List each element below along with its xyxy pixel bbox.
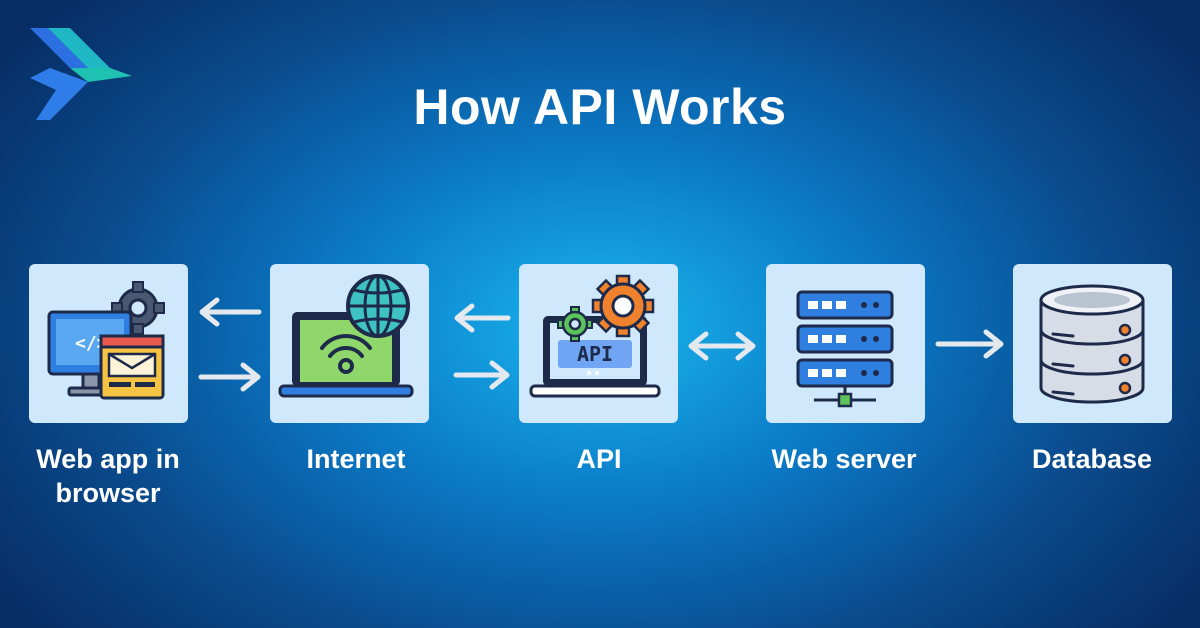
arrow-api-to-internet <box>452 303 512 333</box>
arrow-internet-to-web-app <box>197 297 263 327</box>
brand-logo-icon <box>30 28 132 120</box>
node-web-server <box>766 264 925 423</box>
label-web-app: Web app in browser <box>36 444 180 508</box>
node-internet <box>270 264 429 423</box>
laptop-api-icon: API <box>529 274 661 398</box>
laptop-globe-icon <box>278 274 414 398</box>
label-internet: Internet <box>306 444 406 474</box>
label-api: API <box>576 444 622 474</box>
arrow-web-app-to-internet <box>197 362 263 392</box>
node-web-app: </> <box>29 264 188 423</box>
arrow-internet-to-api <box>452 360 512 390</box>
label-database: Database <box>1031 444 1153 474</box>
api-screen-text: API <box>577 342 613 366</box>
database-icon <box>1039 284 1145 404</box>
server-rack-icon <box>796 290 894 408</box>
desktop-browser-icon: </> <box>47 281 165 400</box>
node-database <box>1013 264 1172 423</box>
arrow-api-web-server-bidirectional <box>686 331 758 361</box>
page-title: How API Works <box>413 79 787 135</box>
label-web-server: Web server <box>771 444 917 474</box>
node-api: API <box>519 264 678 423</box>
arrow-web-server-to-database <box>934 329 1006 359</box>
